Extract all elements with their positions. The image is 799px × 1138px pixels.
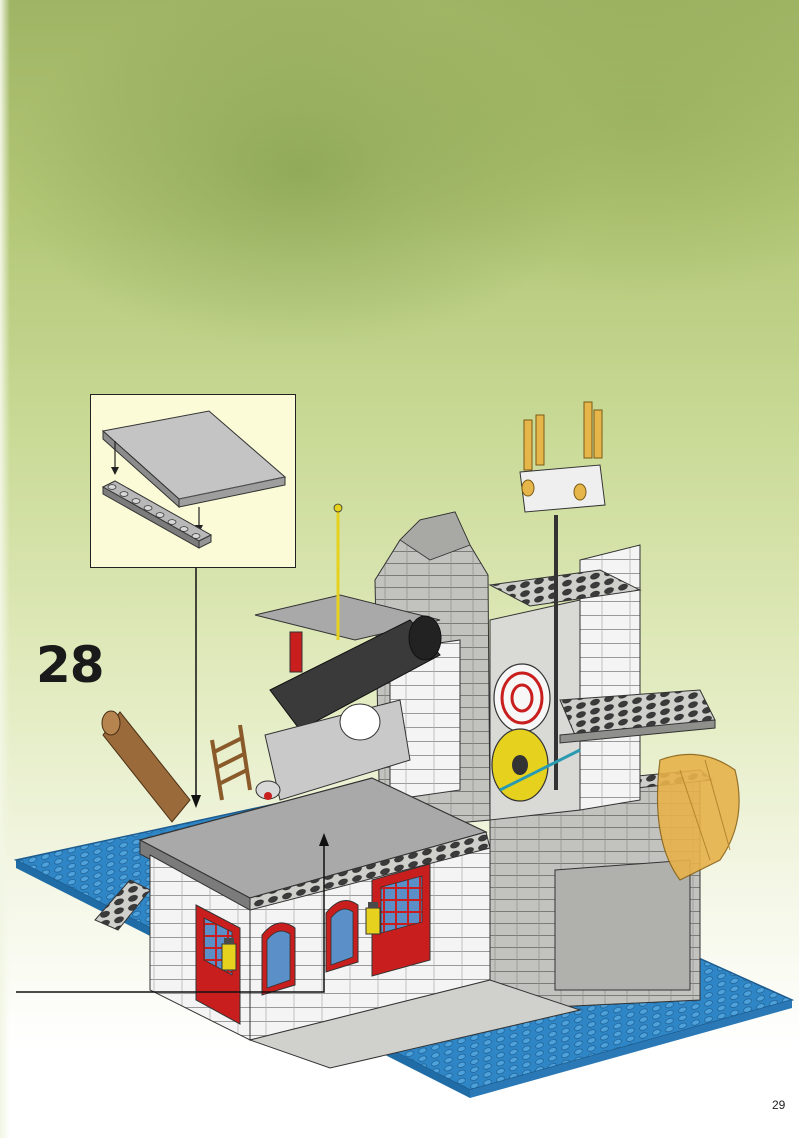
page-number: 29 — [772, 1098, 785, 1112]
arrow-down-icon — [191, 795, 201, 808]
arrow-up-icon — [319, 833, 329, 846]
